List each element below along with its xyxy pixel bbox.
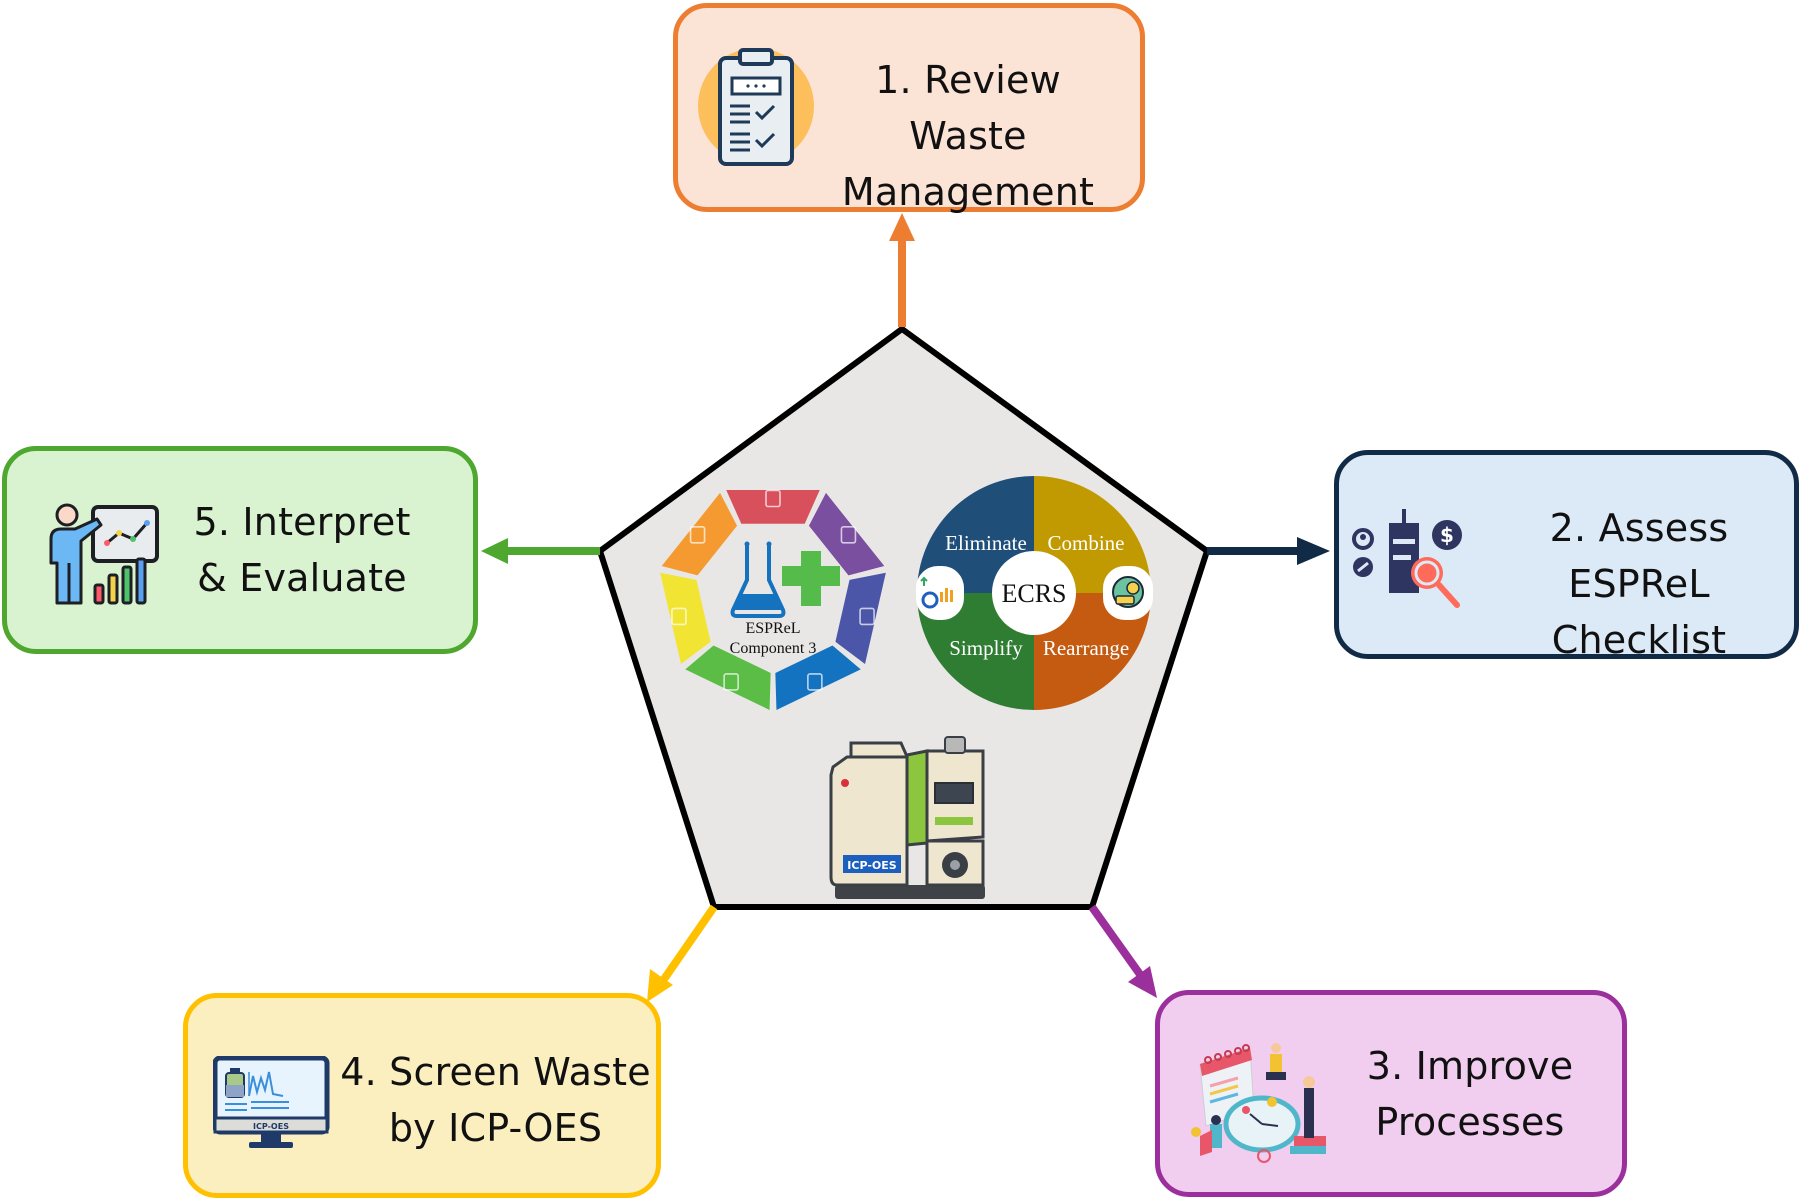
- document-icon: [765, 489, 781, 508]
- ecrs-center-label: ECRS: [1001, 579, 1066, 608]
- step-5-line1: 5. Interpret: [193, 500, 411, 544]
- step-5-line2: & Evaluate: [197, 556, 407, 600]
- lab-glassware-icon: [859, 607, 875, 626]
- arrow-to-step-4: [647, 904, 718, 1002]
- step-4-line2: by ICP-OES: [388, 1106, 603, 1150]
- step-4-screen-waste-by-icp-oes: ICP-OES 4. Screen Waste by ICP-OES: [183, 993, 661, 1198]
- recycle-bin-plant-icon: [807, 673, 823, 691]
- svg-text:$: $: [1440, 523, 1454, 547]
- heptagon-label-line1: ESPReL: [745, 620, 800, 637]
- arrow-to-step-2: [1207, 537, 1330, 565]
- step-3-line2: Processes: [1375, 1100, 1565, 1144]
- heptagon-segment: [661, 492, 738, 576]
- presenter-board-icon: [689, 526, 706, 544]
- step-4-line1: 4. Screen Waste: [340, 1050, 651, 1094]
- plus-icon: [782, 551, 840, 606]
- ecrs-label-simplify: Simplify: [949, 636, 1023, 660]
- icp-oes-instrument-icon: ICP-OES: [829, 736, 985, 899]
- flask-icon: [730, 541, 786, 618]
- esprel-component-ring: [660, 489, 886, 710]
- step-3-improve-processes: 3. Improve Processes: [1155, 990, 1627, 1197]
- clipboard-checklist-icon: [698, 48, 814, 166]
- step-3-label: 3. Improve Processes: [1350, 1038, 1590, 1150]
- step-2-line2: Checklist: [1551, 618, 1727, 662]
- step-1-review-waste-management: 1. Review Waste Management: [673, 3, 1145, 214]
- step-1-line1: 1. Review Waste: [875, 58, 1061, 158]
- step-2-line1: 2. Assess ESPReL: [1549, 506, 1729, 606]
- step-1-line2: Management: [841, 170, 1095, 214]
- heptagon-segment: [685, 645, 771, 710]
- arrow-to-step-1: [889, 213, 915, 327]
- ecrs-center-circle: [992, 551, 1076, 635]
- ecrs-label-rearrange: Rearrange: [1043, 636, 1129, 660]
- step-2-assess-esprel-checklist: $ 2. Assess ESPReL Checklist: [1334, 450, 1799, 662]
- gear-chart-glyph: [920, 576, 953, 609]
- central-pentagon: [596, 325, 1211, 910]
- arrow-to-step-3: [1088, 904, 1157, 998]
- step-1-label: 1. Review Waste Management: [813, 52, 1123, 220]
- heptagon-segment: [775, 645, 861, 710]
- step-4-label: 4. Screen Waste by ICP-OES: [338, 1044, 653, 1156]
- cycle-idea-glyph: [1112, 576, 1144, 608]
- monitor-spectrum-icon: ICP-OES: [213, 1056, 330, 1148]
- process-improvement-icon: [1191, 1043, 1326, 1163]
- heptagon-label-line2: Component 3: [730, 640, 817, 657]
- monitor-caption: ICP-OES: [253, 1122, 289, 1131]
- presenter-chart-icon: [49, 503, 159, 605]
- assessment-magnifier-icon: $: [1352, 509, 1462, 608]
- worker-icon: [671, 607, 687, 626]
- step-3-line1: 3. Improve: [1366, 1044, 1574, 1088]
- ecrs-label-combine: Combine: [1048, 531, 1125, 555]
- arrow-to-step-5: [481, 538, 600, 564]
- building-icon: [723, 673, 739, 691]
- shield-check-icon: [840, 526, 857, 544]
- heptagon-segment: [808, 492, 885, 576]
- step-5-interpret-evaluate: 5. Interpret & Evaluate: [2, 446, 478, 654]
- step-5-label: 5. Interpret & Evaluate: [187, 494, 417, 606]
- ecrs-label-eliminate: Eliminate: [945, 531, 1027, 555]
- icp-oes-instrument-label: ICP-OES: [847, 859, 896, 872]
- step-2-label: 2. Assess ESPReL Checklist: [1484, 500, 1794, 668]
